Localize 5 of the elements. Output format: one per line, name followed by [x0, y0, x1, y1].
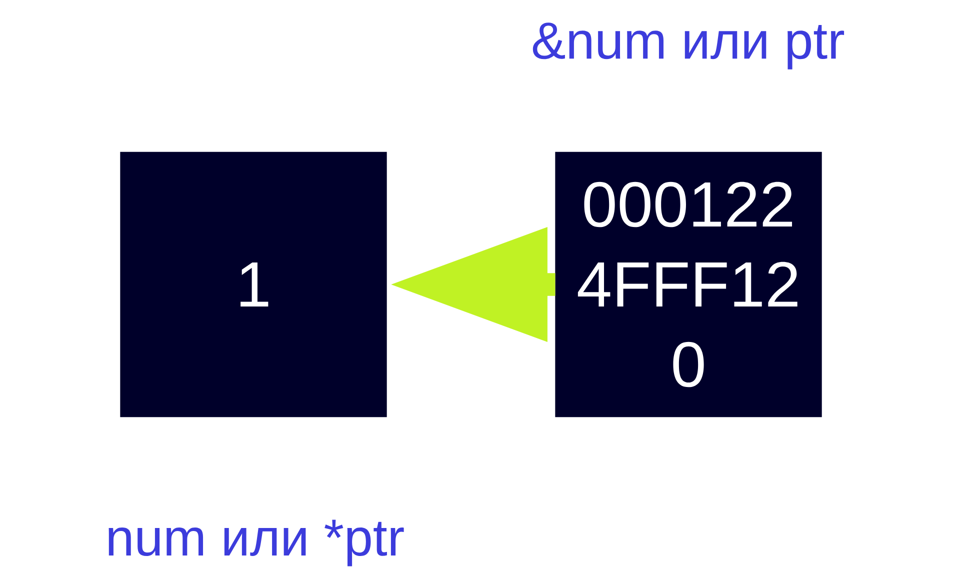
variable-label: &num или ptr — [532, 22, 844, 70]
variable-label: num или *ptr — [108, 520, 404, 566]
memory-cell: 1 — [120, 152, 387, 418]
memory-cell: 000122 4FFF12 0 — [555, 152, 822, 418]
arrow — [391, 227, 556, 342]
